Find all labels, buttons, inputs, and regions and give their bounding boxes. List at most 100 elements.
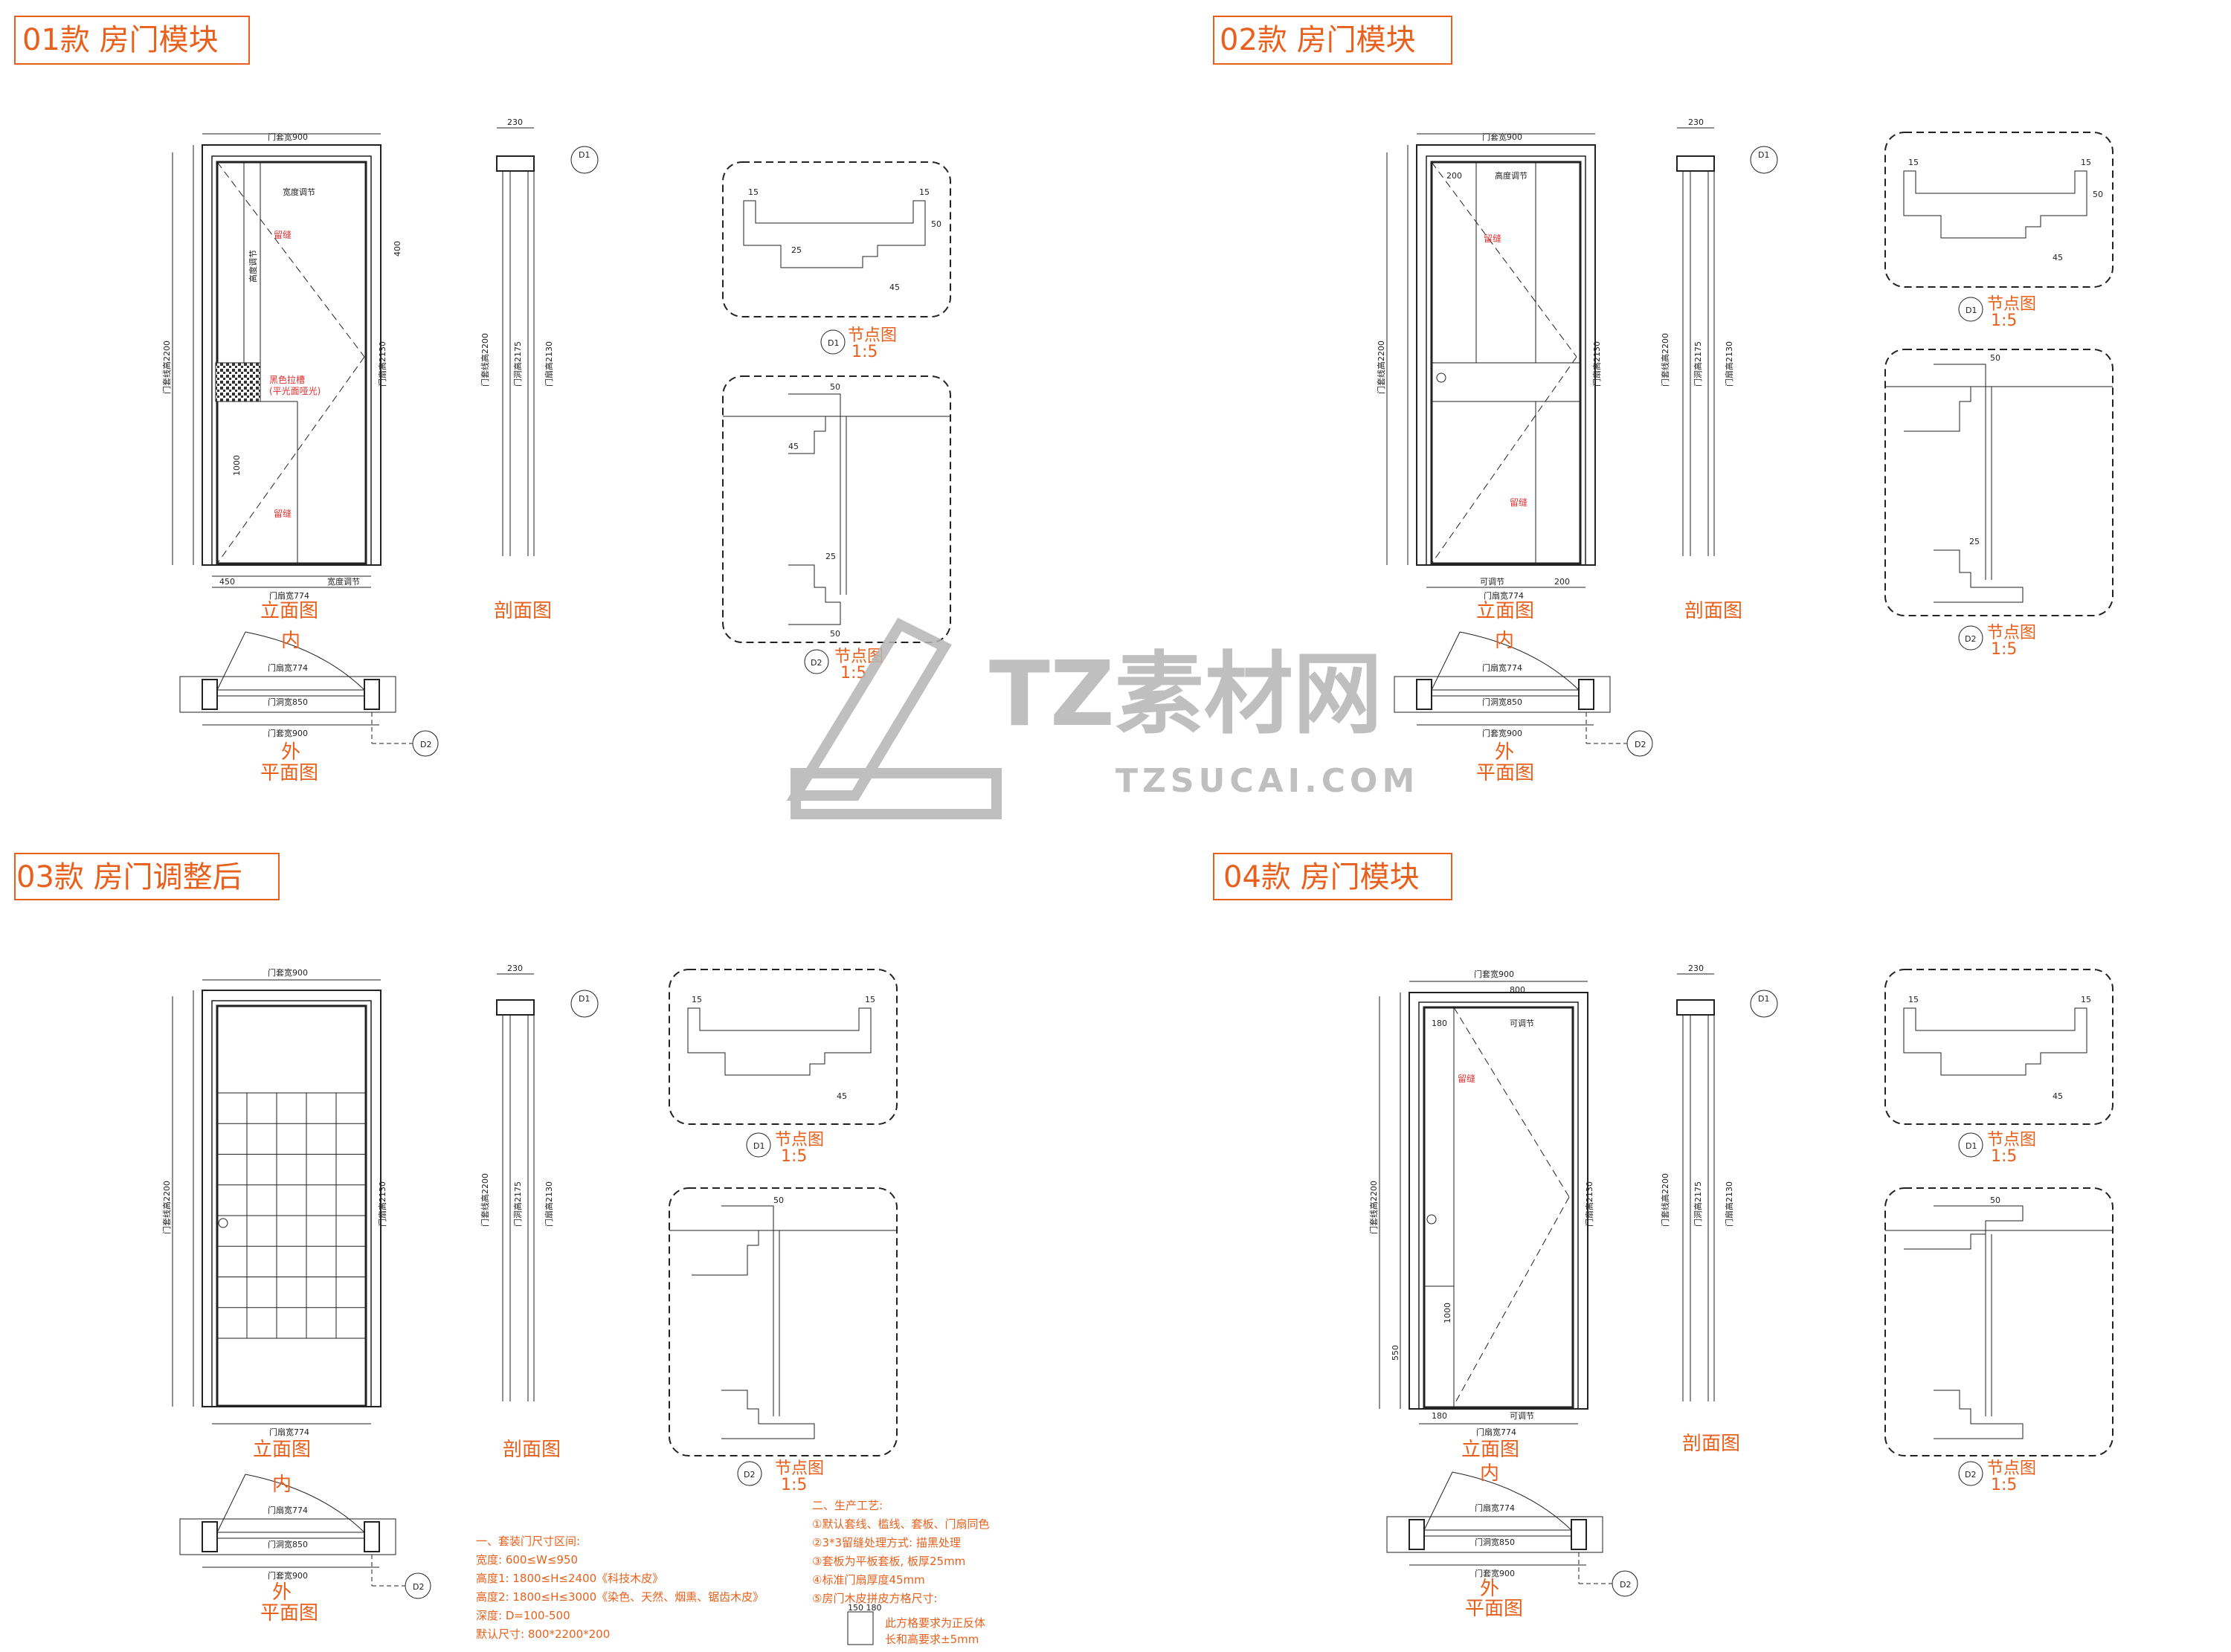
module-3-detail-d2	[669, 1187, 898, 1486]
module-1-grain-bottom: 留缝	[274, 508, 292, 519]
module-1-elevation-label: 立面图	[260, 600, 318, 622]
module-1-title-box	[14, 16, 250, 65]
module-4-d2-dim-b: 50	[1990, 1196, 2000, 1205]
module-4-title-box	[1213, 853, 1452, 900]
module-4-section-label: 剖面图	[1682, 1433, 1740, 1455]
module-4-d2-scale: 1:5	[1991, 1476, 2017, 1494]
module-1-d2-mark: D2	[811, 658, 822, 668]
module-2-grain-bottom: 留缝	[1510, 497, 1527, 508]
module-1-d1-dim-e: 45	[889, 283, 900, 292]
module-2: 02款 房门模块 门套宽900 门扇宽774 可调节 200 200 高度调节 …	[1213, 16, 2114, 784]
module-1-leaf-height: 门扇高2130	[377, 341, 387, 387]
watermark-logo-base	[791, 768, 1002, 819]
notes-left-line-4: 默认尺寸: 800*2200*200	[476, 1627, 610, 1641]
module-1-plan-width: 门套宽900	[268, 728, 308, 738]
module-3-height: 门套线高2200	[161, 1181, 172, 1234]
module-2-right-width: 200	[1554, 577, 1570, 587]
module-1-leaf-width: 门扇宽774	[269, 590, 309, 601]
notes-left-line-1: 高度1: 1800≤H≤2400《科技木皮》	[476, 1572, 663, 1585]
module-3-plan-hole: 门洞宽850	[268, 1539, 308, 1549]
module-4-detail-d2	[1884, 1187, 2114, 1486]
module-4-d2-label: 节点图	[1987, 1459, 2036, 1478]
module-2-adjust-top: 高度调节	[1495, 170, 1527, 181]
module-3-title: 03款 房门调整后	[16, 860, 242, 894]
module-3-d1-mark: D1	[753, 1141, 764, 1151]
module-1-section-h1: 门套线高2200	[480, 333, 490, 387]
module-2-d1-dim-a: 15	[1908, 158, 1919, 167]
module-3-plan-d2: D2	[413, 1582, 424, 1592]
module-2-plan-width: 门套宽900	[1482, 728, 1522, 738]
module-3-leaf-height: 门扇高2130	[377, 1181, 387, 1227]
module-1-left-width: 450	[219, 577, 235, 587]
module-1-detail-d1	[722, 161, 951, 355]
notes-right-title: 二、生产工艺:	[812, 1499, 883, 1512]
module-2-elevation-label: 立面图	[1476, 600, 1534, 622]
module-2-d1-dim-a2: 15	[2081, 158, 2091, 167]
module-1-section-top: 230	[507, 117, 523, 127]
module-2-section-h3: 门扇高2130	[1724, 341, 1734, 387]
module-3-section-label: 剖面图	[503, 1439, 561, 1461]
module-1-mosaic-sub: (平光面哑光)	[269, 386, 321, 396]
module-4-plan-width: 门套宽900	[1475, 1568, 1515, 1578]
module-1-dim-400: 400	[393, 241, 402, 256]
module-2-d2-label: 节点图	[1987, 624, 2036, 642]
module-4-d1-dim-a2: 15	[2081, 995, 2091, 1004]
module-3-plan-leaf: 门扇宽774	[268, 1505, 308, 1515]
module-1-d2-dim-c: 25	[825, 552, 836, 561]
module-1-plan	[179, 631, 439, 757]
module-4-height: 门套线高2200	[1368, 1181, 1379, 1234]
module-3-section-h2: 门洞高2175	[512, 1181, 523, 1227]
module-1-plan-d2: D2	[420, 740, 431, 749]
module-3-plan-label: 平面图	[260, 1602, 318, 1624]
module-1: 01款 房门模块 门套宽900 门扇宽774 宽度调节 450 宽度调节 留缝 …	[14, 16, 951, 784]
module-4-outside: 外	[1480, 1578, 1499, 1600]
module-2-plan-d2: D2	[1635, 740, 1646, 749]
module-4-plan-d2: D2	[1620, 1580, 1631, 1590]
module-4-plan	[1386, 1471, 1638, 1597]
module-2-d1-dim-b: 50	[2093, 190, 2103, 199]
module-4-adjust-width: 可调节	[1510, 1019, 1534, 1028]
module-2-section	[1676, 127, 1778, 556]
module-1-title: 01款 房门模块	[22, 23, 219, 57]
notes-grid-note-2: 长和高要求±5mm	[885, 1633, 979, 1646]
module-4-section	[1676, 973, 1778, 1401]
module-2-door-width: 门套宽900	[1482, 132, 1522, 142]
module-2-d1-label: 节点图	[1987, 295, 2036, 314]
module-1-d2-dim-b2: 50	[830, 629, 840, 639]
module-3-section-top: 230	[507, 964, 523, 973]
notes-grid-dims: 150 180	[848, 1603, 882, 1613]
watermark-url: TZSUCAI.COM	[1116, 762, 1419, 800]
notes-right-line-1: ②3*3留缝处理方式: 描黑处理	[812, 1536, 961, 1549]
notes-left-title: 一、套装门尺寸区间:	[476, 1535, 580, 1548]
module-3-title-box	[14, 853, 280, 900]
module-2-leaf-width: 门扇宽774	[1484, 590, 1524, 601]
notes-left-line-2: 高度2: 1800≤H≤3000《染色、天然、烟熏、锯齿木皮》	[476, 1590, 764, 1604]
module-4-section-h3: 门扇高2130	[1724, 1181, 1734, 1227]
module-2-adjust-width: 可调节	[1480, 577, 1504, 587]
module-2-title-box	[1213, 16, 1452, 65]
module-4-d1-dim-a: 15	[1908, 995, 1919, 1004]
module-3-d2-mark: D2	[744, 1470, 755, 1480]
module-2-grain-top: 留缝	[1484, 233, 1501, 244]
module-4-plan-label: 平面图	[1465, 1598, 1523, 1620]
module-2-d1-mark: D1	[1966, 306, 1977, 315]
module-3-door-width: 门套宽900	[268, 967, 308, 978]
module-1-section-label: 剖面图	[494, 600, 552, 622]
module-2-section-h2: 门洞高2175	[1693, 341, 1703, 387]
module-3-d1-label: 节点图	[775, 1131, 824, 1149]
module-3-leaf-width: 门扇宽774	[269, 1427, 309, 1437]
module-4-d1-mark: D1	[1966, 1141, 1977, 1151]
module-3-d1-dim-e: 45	[837, 1091, 847, 1101]
module-2-plan-leaf: 门扇宽774	[1482, 662, 1522, 673]
module-4-top-dim: 800	[1510, 985, 1525, 995]
module-2-detail-d1	[1884, 132, 2114, 322]
module-3-veneer-grid	[217, 1092, 366, 1339]
module-1-grain-top: 留缝	[274, 229, 292, 240]
module-2-d1-dim-e: 45	[2053, 253, 2063, 262]
watermark-main: TZ素材网	[989, 643, 1382, 746]
module-4-d1-scale: 1:5	[1991, 1147, 2017, 1166]
module-2-inside: 内	[1495, 630, 1514, 652]
watermark-logo-icon	[786, 617, 952, 801]
notes-right-line-4: ⑤房门木皮拼皮方格尺寸:	[812, 1592, 938, 1605]
module-4: 04款 房门模块 门套宽900 门扇宽774 800 可调节 可调节 180 1…	[1213, 853, 2114, 1620]
